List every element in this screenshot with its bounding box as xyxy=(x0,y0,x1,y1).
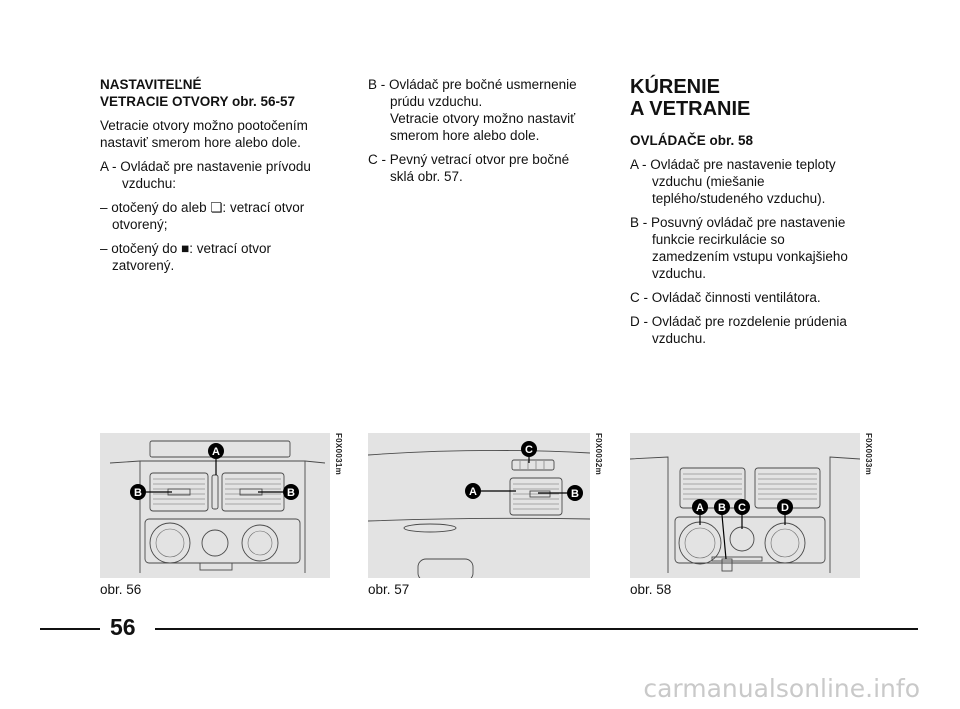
svg-text:A: A xyxy=(696,502,704,514)
middle-column: B - Ovládač pre bočné usmernenie prúdu v… xyxy=(368,76,577,192)
left-vent-slats xyxy=(683,473,742,500)
right-vent-slats xyxy=(758,473,817,500)
control-panel xyxy=(144,518,301,564)
figure-58-caption: obr. 58 xyxy=(630,582,672,597)
left-column: NASTAVITEĽNÉ VETRACIE OTVORY obr. 56-57 … xyxy=(100,76,311,281)
figure-58-illustration: A B C D xyxy=(630,456,860,573)
glovebox-top-edge xyxy=(368,517,590,522)
label-b: B xyxy=(567,485,583,501)
bullet-vent-closed: – otočený do ■: vetrací otvor zatvorený. xyxy=(100,241,271,273)
section-heading-adjustable-vents: NASTAVITEĽNÉ VETRACIE OTVORY obr. 56-57 xyxy=(100,77,296,109)
svg-text:B: B xyxy=(287,487,295,499)
left-knob-inner xyxy=(155,528,185,558)
item-d-air-distribution: D - Ovládač pre rozdelenie prúdenia vzdu… xyxy=(630,314,847,346)
label-a: A xyxy=(208,443,224,459)
right-knob-inner xyxy=(247,530,273,556)
right-column: KÚRENIE A VETRANIE OVLÁDAČE obr. 58 A - … xyxy=(630,76,848,354)
lead-line-b xyxy=(721,514,727,560)
svg-text:B: B xyxy=(134,487,142,499)
figure-57-code: F0X0032m xyxy=(594,433,603,475)
recirculation-slider xyxy=(721,558,733,572)
distribution-knob-inner xyxy=(770,528,800,558)
label-c: C xyxy=(521,441,537,457)
side-window-grille xyxy=(511,459,555,471)
vents-intro-text: Vetracie otvory možno pootočením nastavi… xyxy=(100,118,308,150)
svg-text:A: A xyxy=(212,446,220,458)
svg-text:C: C xyxy=(525,444,533,456)
right-knob xyxy=(241,524,279,562)
glovebox-latch xyxy=(417,558,474,578)
label-d: D xyxy=(777,499,793,515)
side-vent-slats xyxy=(513,483,559,510)
center-vent-control xyxy=(211,474,219,510)
svg-text:C: C xyxy=(738,502,746,514)
figure-56-illustration: A B B xyxy=(109,440,326,573)
item-c-fixed-vent: C - Pevný vetrací otvor pre bočné sklá o… xyxy=(368,152,570,184)
bullet-vent-open: – otočený do aleb ❏: vetrací otvor otvor… xyxy=(100,200,305,232)
right-vent-slats xyxy=(225,478,281,505)
watermark: carmanualsonline.info xyxy=(643,674,920,703)
label-b-left: B xyxy=(130,484,146,500)
item-b-recirculation: B - Posuvný ovládač pre nastavenie funkc… xyxy=(630,215,848,281)
item-c-fan: C - Ovládač činnosti ventilátora. xyxy=(630,290,821,305)
console-outline xyxy=(630,456,860,573)
svg-text:B: B xyxy=(571,488,579,500)
figure-58: A B C D xyxy=(630,433,860,578)
figure-58-code: F0X0033m xyxy=(864,433,873,475)
dashboard-outline xyxy=(109,460,326,464)
figure-56: A B B xyxy=(100,433,330,578)
fan-knob xyxy=(729,526,755,552)
center-console-outline xyxy=(139,461,306,573)
figure-57-illustration: C A B xyxy=(368,441,590,578)
svg-text:B: B xyxy=(718,502,726,514)
control-panel xyxy=(674,516,826,564)
glovebox-handle xyxy=(403,523,457,533)
item-a-temperature: A - Ovládač pre nastavenie teploty vzduc… xyxy=(630,157,836,206)
label-a: A xyxy=(465,483,481,499)
side-window-grille-slats xyxy=(519,461,545,469)
figure-57-caption: obr. 57 xyxy=(368,582,410,597)
figure-56-caption: obr. 56 xyxy=(100,582,142,597)
label-c: C xyxy=(734,499,750,515)
left-knob xyxy=(149,522,191,564)
controls-subheading: OVLÁDAČE obr. 58 xyxy=(630,133,754,148)
footer-rule-left xyxy=(40,628,100,630)
bottom-slider xyxy=(199,562,233,571)
label-b: B xyxy=(714,499,730,515)
middle-knob xyxy=(201,529,229,557)
figure-57: C A B xyxy=(368,433,590,578)
svg-text:A: A xyxy=(469,486,477,498)
label-b-right: B xyxy=(283,484,299,500)
side-vent xyxy=(509,477,563,516)
footer-rule-right xyxy=(155,628,918,630)
left-vent xyxy=(679,467,746,509)
item-a-air-supply: A - Ovládač pre nastavenie prívodu vzduc… xyxy=(100,159,311,191)
slider-track xyxy=(711,556,763,562)
side-vent-tab xyxy=(529,490,551,498)
left-vent-slats xyxy=(153,478,205,505)
svg-text:D: D xyxy=(781,502,789,514)
dashboard-top-edge xyxy=(368,449,590,456)
temperature-knob-inner xyxy=(684,527,716,559)
figure-56-code: F0X0031m xyxy=(334,433,343,475)
item-b-side-direction: B - Ovládač pre bočné usmernenie prúdu v… xyxy=(368,77,577,143)
section-title-heating-ventilation: KÚRENIE A VETRANIE xyxy=(630,76,751,120)
page-number: 56 xyxy=(110,614,136,640)
label-a: A xyxy=(692,499,708,515)
